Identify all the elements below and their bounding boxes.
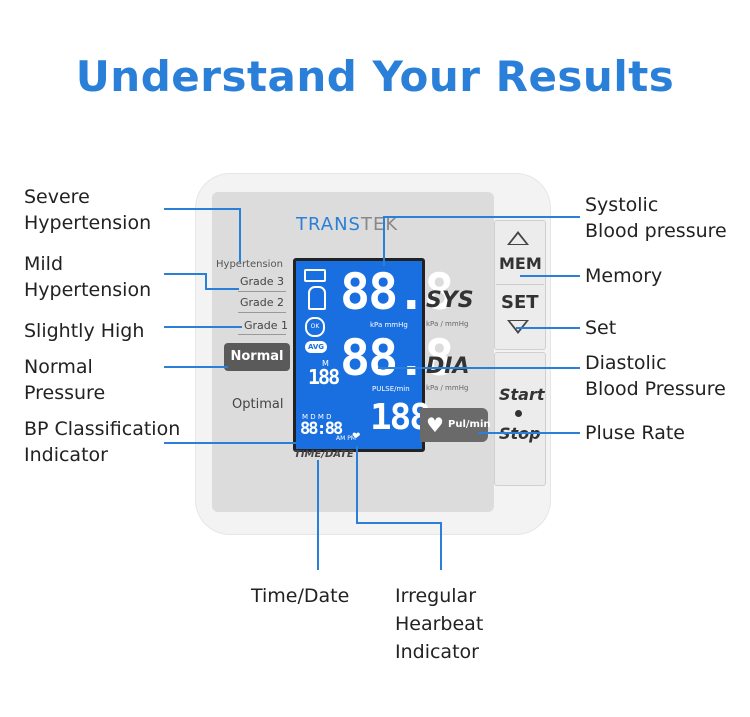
set-button[interactable]: SET <box>501 292 539 313</box>
label-set: Set <box>585 317 617 339</box>
lcd-memory-digits: 188 <box>308 365 340 389</box>
leader-normal <box>164 366 228 368</box>
time-date-device-label: TIME/DATE <box>294 449 354 460</box>
leader-set <box>516 327 580 329</box>
leader-diastolic <box>378 367 580 369</box>
grade3-divider <box>238 291 286 292</box>
heart-icon: ♥ <box>426 413 444 437</box>
leader-mild-v <box>205 273 207 289</box>
battery-icon <box>304 269 326 282</box>
leader-irregular-h <box>356 522 442 524</box>
lcd-ampm: AM PM <box>336 435 356 442</box>
mem-button[interactable]: MEM <box>499 254 542 273</box>
label-time-date: Time/Date <box>251 585 350 607</box>
label-diastolic-1: Diastolic <box>585 352 667 374</box>
sys-label: SYS <box>426 288 474 313</box>
leader-mild-h2 <box>205 288 239 290</box>
label-pulse-rate: Pluse Rate <box>585 422 685 444</box>
sys-unit: kPa / mmHg <box>426 320 469 328</box>
lcd-time-digits: 88:88 <box>300 419 343 439</box>
start-label: Start <box>499 385 545 404</box>
leader-memory <box>520 275 580 277</box>
grade3-label: Grade 3 <box>240 275 285 288</box>
label-severe-2: Hypertension <box>24 212 152 234</box>
dia-unit: kPa / mmHg <box>426 384 469 392</box>
avg-badge: AVG <box>305 341 327 353</box>
label-irregular-2: Hearbeat <box>395 613 484 635</box>
grade2-label: Grade 2 <box>240 296 285 309</box>
ok-icon: OK <box>305 317 325 337</box>
optimal-label: Optimal <box>232 397 284 412</box>
pul-min-label: Pul/min <box>448 419 491 430</box>
person-icon <box>308 286 326 310</box>
leader-bp-class <box>164 442 296 444</box>
start-stop-dot <box>515 410 522 417</box>
up-arrow-inner <box>510 234 526 244</box>
down-arrow-inner <box>510 321 526 331</box>
leader-systolic-h <box>384 216 580 218</box>
lcd-kpa-mmhg: kPa mmHg <box>370 321 408 329</box>
page-title: Understand Your Results <box>75 52 675 101</box>
hypertension-label: Hypertension <box>216 259 283 270</box>
irregular-heartbeat-icon: ❤ <box>352 431 361 442</box>
label-bp-class-1: BP Classification <box>24 418 181 440</box>
dia-label: DIA <box>426 354 470 379</box>
label-irregular-3: Indicator <box>395 641 479 663</box>
leader-irregular-v2 <box>440 522 442 570</box>
label-diastolic-2: Blood Pressure <box>585 378 726 400</box>
lcd-screen: 88.8 kPa mmHg OK AVG M 188 88.8 PULSE/mi… <box>293 258 454 452</box>
start-stop-button[interactable] <box>494 352 546 486</box>
grade1-label: Grade 1 <box>244 319 289 332</box>
grade2-divider <box>238 312 286 313</box>
normal-indicator: Normal <box>224 343 290 371</box>
label-mild-1: Mild <box>24 253 64 275</box>
leader-time-date <box>317 460 319 570</box>
leader-severe-h <box>164 208 240 210</box>
label-severe-1: Severe <box>24 186 90 208</box>
lcd-diastolic-digits: 88.8 <box>340 329 454 387</box>
label-memory: Memory <box>585 265 663 287</box>
button-divider <box>496 284 544 285</box>
pulse-button[interactable]: ♥ <box>420 408 488 442</box>
lcd-pulse-label: PULSE/min <box>372 385 410 393</box>
grade1-divider <box>238 334 286 335</box>
label-irregular-1: Irregular <box>395 585 477 607</box>
label-bp-class-2: Indicator <box>24 444 108 466</box>
leader-pulse-rate <box>478 432 580 434</box>
leader-systolic-v <box>383 216 385 266</box>
label-normal-2: Pressure <box>24 382 106 404</box>
leader-severe-v <box>239 208 241 262</box>
label-systolic-2: Blood pressure <box>585 220 727 242</box>
label-slightly-high: Slightly High <box>24 320 145 342</box>
brand-logo: TRANSTEK <box>296 214 399 235</box>
lcd-systolic-digits: 88.8 <box>340 263 454 321</box>
lcd-m-label: M <box>322 359 329 368</box>
label-normal-1: Normal <box>24 356 93 378</box>
leader-mild-h1 <box>164 273 206 275</box>
lcd-md-label: M D M D <box>302 413 332 421</box>
label-mild-2: Hypertension <box>24 279 152 301</box>
leader-slightly-high <box>164 326 242 328</box>
label-systolic-1: Systolic <box>585 194 659 216</box>
leader-irregular-v1 <box>356 446 358 524</box>
